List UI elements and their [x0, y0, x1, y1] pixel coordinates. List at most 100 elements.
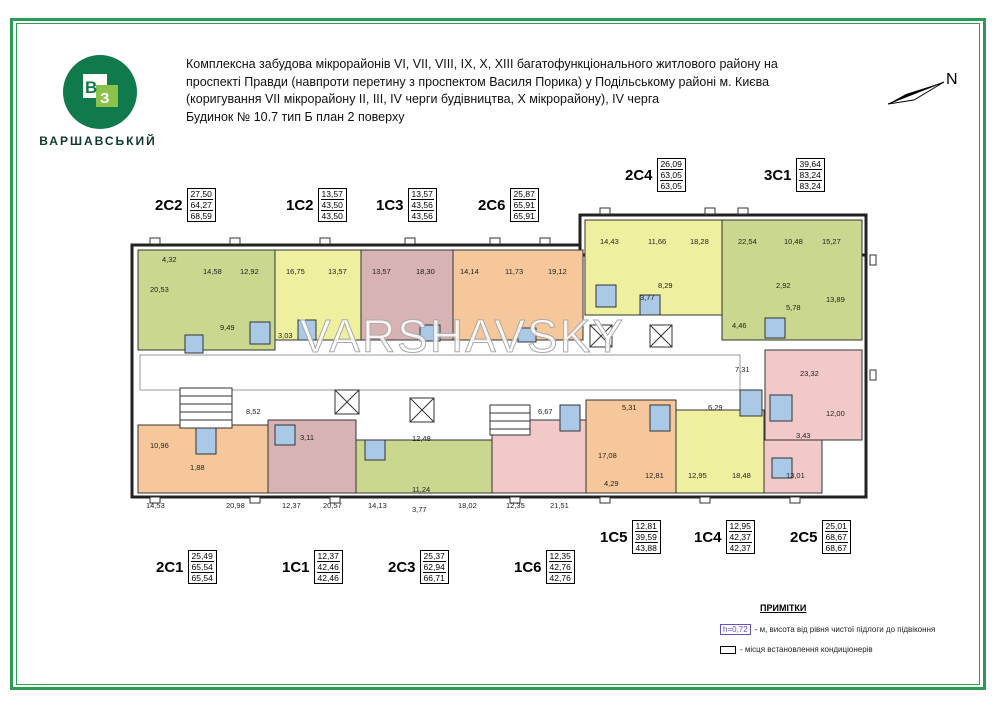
stair-core — [489, 404, 531, 436]
apartment-areas: 25,01 68,67 68,67 — [821, 520, 851, 554]
room-area: 12,92 — [240, 267, 259, 276]
corridor — [139, 354, 741, 391]
room-area: 4,46 — [732, 321, 747, 330]
area-total: 42,37 — [728, 532, 752, 543]
note-row: - місця встановлення кондиціонерів — [720, 645, 935, 654]
room-area: 13,57 — [328, 267, 347, 276]
apartment-code: 1С2 — [286, 196, 314, 214]
room-area: 12,48 — [412, 434, 431, 443]
bathroom — [249, 321, 271, 345]
area-living: 12,35 — [548, 551, 572, 562]
room-area: 20,57 — [323, 501, 342, 510]
apartment-tag-2c5: 2С5 25,01 68,67 68,67 — [790, 520, 851, 554]
room-area: 10,48 — [784, 237, 803, 246]
bathroom — [195, 427, 217, 455]
bathroom — [517, 327, 537, 343]
watermark: VARSHAVSKY — [300, 310, 625, 362]
room-area: 13,89 — [826, 295, 845, 304]
room-area: 7,31 — [735, 365, 750, 374]
title-line: Комплексна забудова мікрорайонів VI, VII… — [186, 57, 778, 71]
room-area: 9,49 — [220, 323, 235, 332]
area-total: 65,54 — [190, 562, 214, 573]
room-area: 3,11 — [300, 433, 314, 442]
apartment-tag-2c3: 2С3 25,37 62,94 66,71 — [388, 550, 449, 584]
note-row: h=0,72 - м, висота від рівня чистої підл… — [720, 624, 935, 635]
bathroom — [184, 334, 204, 354]
area-total: 43,56 — [410, 200, 434, 211]
room-area: 20,98 — [226, 501, 245, 510]
bathroom — [419, 324, 441, 342]
area-total: 42,46 — [316, 562, 340, 573]
apartment-code: 2С4 — [625, 166, 653, 184]
room-3c1 — [721, 219, 863, 341]
area-living: 12,95 — [728, 521, 752, 532]
apartment-code: 1С1 — [282, 558, 310, 576]
room-area: 12,95 — [688, 471, 707, 480]
area-living: 25,87 — [512, 189, 536, 200]
bathroom — [639, 294, 661, 316]
area-gross: 65,91 — [513, 211, 535, 221]
room-area: 11,24 — [412, 485, 430, 494]
area-total: 64,27 — [189, 200, 213, 211]
apartment-tag-1c6: 1С6 12,35 42,76 42,76 — [514, 550, 575, 584]
room-area: 12,35 — [506, 501, 525, 510]
room-area: 4,32 — [162, 255, 177, 264]
area-gross: 68,59 — [190, 211, 212, 221]
apartment-areas: 12,81 39,59 43,88 — [631, 520, 661, 554]
area-total: 62,94 — [422, 562, 446, 573]
apartment-code: 1С3 — [376, 196, 404, 214]
apartment-code: 2С5 — [790, 528, 818, 546]
area-total: 63,05 — [659, 170, 683, 181]
room-area: 15,27 — [822, 237, 841, 246]
area-gross: 68,67 — [825, 543, 847, 553]
bathroom — [739, 389, 763, 417]
notes-title: ПРИМІТКИ — [760, 603, 807, 613]
apartment-areas: 27,50 64,27 68,59 — [186, 188, 216, 222]
room-area: 14,14 — [460, 267, 479, 276]
north-label: N — [946, 71, 958, 88]
room-area: 8,29 — [658, 281, 673, 290]
room-area: 14,13 — [368, 501, 387, 510]
area-living: 12,81 — [634, 521, 658, 532]
apartment-areas: 12,95 42,37 42,37 — [725, 520, 755, 554]
outer-frame — [10, 18, 986, 690]
apartment-code: 3С1 — [764, 166, 792, 184]
room-area: 23,32 — [800, 369, 819, 378]
apartment-areas: 25,37 62,94 66,71 — [419, 550, 449, 584]
apartment-code: 1С4 — [694, 528, 722, 546]
room-area: 5,31 — [622, 403, 637, 412]
logo-letter-v: В — [85, 78, 97, 97]
apartment-tag-1c5: 1С5 12,81 39,59 43,88 — [600, 520, 661, 554]
area-living: 27,50 — [189, 189, 213, 200]
title-line: Будинок № 10.7 тип Б план 2 поверху — [186, 109, 405, 124]
area-gross: 42,76 — [549, 573, 571, 583]
area-living: 26,09 — [659, 159, 683, 170]
room-area: 5,78 — [786, 303, 801, 312]
room-area: 14,53 — [146, 501, 165, 510]
area-gross: 83,24 — [799, 181, 821, 191]
stair-core — [179, 387, 233, 429]
room-area: 19,12 — [548, 267, 567, 276]
notes-legend: h=0,72 - м, висота від рівня чистої підл… — [720, 604, 935, 654]
area-living: 25,01 — [824, 521, 848, 532]
logo-letter-z: З — [100, 90, 109, 107]
area-gross: 42,46 — [317, 573, 339, 583]
apartment-code: 2С3 — [388, 558, 416, 576]
apartment-code: 2С1 — [156, 558, 184, 576]
area-total: 42,76 — [548, 562, 572, 573]
room-area: 22,54 — [738, 237, 757, 246]
bathroom — [769, 394, 793, 422]
apartment-tag-1c2: 1С2 13,57 43,50 43,50 — [286, 188, 347, 222]
title-line: проспекті Правди (навпроти перетину з пр… — [186, 74, 770, 89]
apartment-areas: 13,57 43,50 43,50 — [317, 188, 347, 222]
room-area: 8,52 — [246, 407, 261, 416]
apartment-areas: 26,09 63,05 63,05 — [656, 158, 686, 192]
room-area: 17,08 — [598, 451, 617, 460]
apartment-code: 2С6 — [478, 196, 506, 214]
room-area: 10,96 — [150, 441, 169, 450]
room-area: 2,92 — [776, 281, 791, 290]
apartment-tag-3c1: 3С1 39,64 83,24 83,24 — [764, 158, 825, 192]
h-badge: h=0,72 — [720, 624, 751, 635]
area-total: 39,59 — [634, 532, 658, 543]
apartment-areas: 25,87 65,91 65,91 — [509, 188, 539, 222]
